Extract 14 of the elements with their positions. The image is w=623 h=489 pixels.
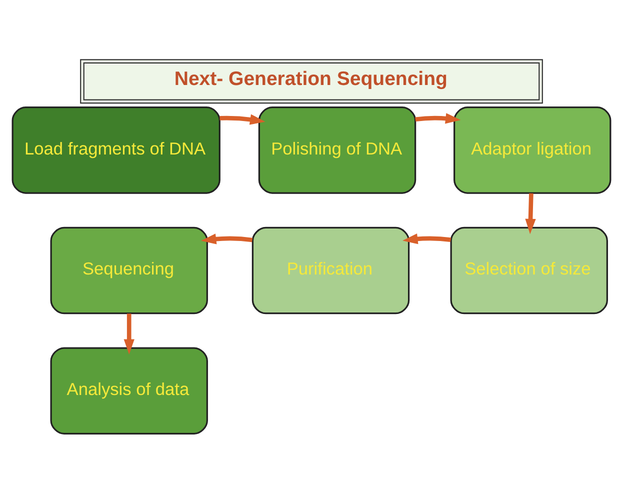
node-box: Selection of size xyxy=(450,226,608,314)
arrow xyxy=(124,314,134,354)
arrow xyxy=(220,114,266,125)
node-box: Analysis of data xyxy=(50,347,208,434)
diagram-title: Next- Generation Sequencing xyxy=(174,68,448,90)
node-box: Polishing of DNA xyxy=(258,106,416,194)
arrow xyxy=(525,193,536,234)
node-box: Adaptor ligation xyxy=(454,106,612,194)
arrow xyxy=(200,234,253,244)
node-box: Purification xyxy=(252,226,410,314)
arrow xyxy=(415,113,461,124)
node-box: Sequencing xyxy=(50,226,208,314)
node-box: Load fragments of DNA xyxy=(12,106,220,194)
arrow xyxy=(402,234,452,244)
